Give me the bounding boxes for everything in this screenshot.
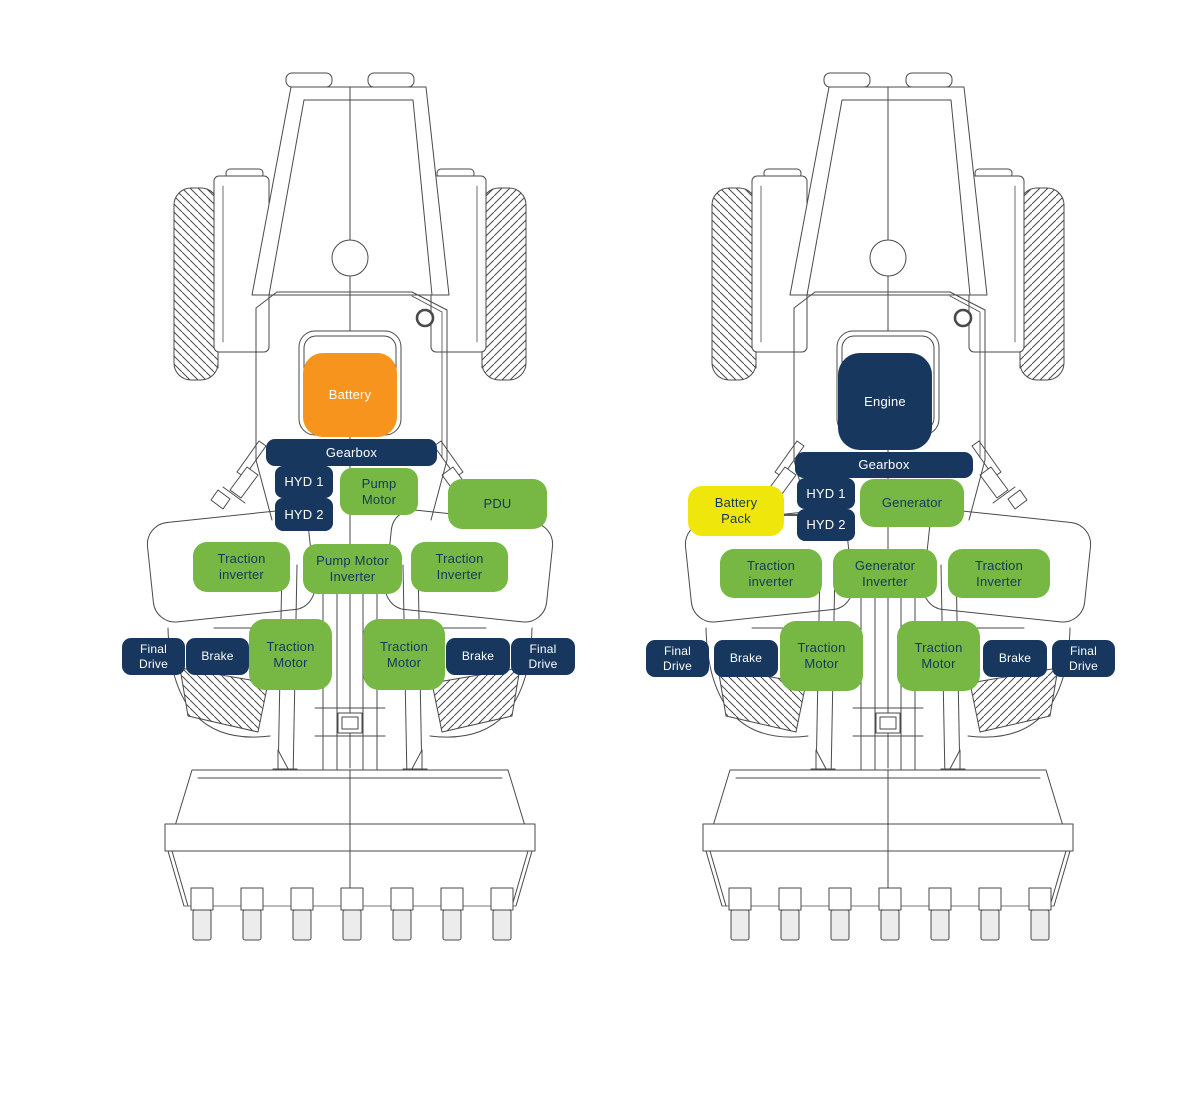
left-loader-component-box-final-drive-left: Final Drive [122, 638, 185, 675]
right-loader-component-box-traction-inverter-left: Traction inverter [720, 549, 822, 598]
right-loader-component-box-hyd-1: HYD 1 [797, 478, 855, 509]
right-loader-component-box-brake-right: Brake [983, 640, 1047, 677]
right-loader-component-box-hyd-2: HYD 2 [797, 509, 855, 541]
left-loader-component-box-gearbox: Gearbox [266, 439, 437, 466]
left-loader-component-box-final-drive-right: Final Drive [511, 638, 575, 675]
left-loader-component-box-hyd-1: HYD 1 [275, 466, 333, 498]
right-loader-component-box-gearbox: Gearbox [795, 452, 973, 478]
left-loader-component-box-traction-motor-right: Traction Motor [363, 619, 445, 690]
left-loader-component-box-pump-motor: Pump Motor [340, 468, 418, 515]
right-loader-component-box-traction-motor-right: Traction Motor [897, 621, 980, 691]
right-loader-component-box-generator-inverter: Generator Inverter [833, 549, 937, 598]
left-loader-component-box-pdu: PDU [448, 479, 547, 529]
right-loader-component-box-final-drive-right: Final Drive [1052, 640, 1115, 677]
right-loader-component-box-battery-pack: Battery Pack [688, 486, 784, 536]
right-loader-component-box-engine: Engine [838, 353, 932, 450]
left-loader-component-box-traction-inverter-left: Traction inverter [193, 542, 290, 592]
right-loader-battery-pack-connector-line [784, 514, 798, 516]
left-loader-component-box-hyd-2: HYD 2 [275, 498, 333, 531]
right-loader-component-box-traction-inverter-right: Traction Inverter [948, 549, 1050, 598]
right-loader-component-box-generator: Generator [860, 479, 964, 527]
left-loader-component-box-battery: Battery [303, 353, 397, 437]
right-loader-component-box-final-drive-left: Final Drive [646, 640, 709, 677]
left-loader-component-box-traction-motor-left: Traction Motor [249, 619, 332, 690]
right-loader-component-box-traction-motor-left: Traction Motor [780, 621, 863, 691]
left-loader-component-box-traction-inverter-right: Traction Inverter [411, 542, 508, 592]
left-loader-component-box-brake-left: Brake [186, 638, 249, 675]
right-loader-component-box-brake-left: Brake [714, 640, 778, 677]
left-loader-component-box-brake-right: Brake [446, 638, 510, 675]
left-loader-component-box-pump-motor-inverter: Pump Motor Inverter [303, 544, 402, 594]
